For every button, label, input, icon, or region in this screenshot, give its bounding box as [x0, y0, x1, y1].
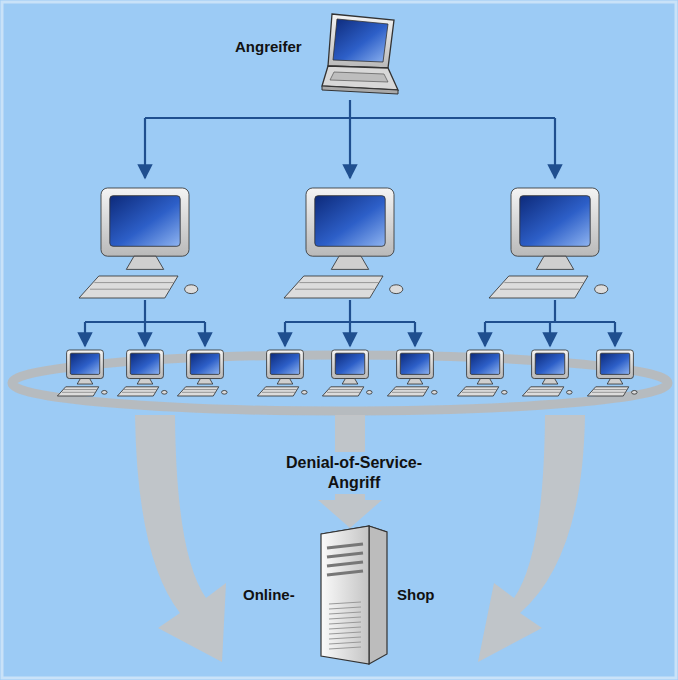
shop-label: Shop	[397, 586, 435, 603]
shop-label: Online-	[243, 586, 295, 603]
server-icon	[313, 522, 393, 672]
laptop-icon	[320, 10, 400, 102]
server-node: Online- Shop	[225, 520, 460, 675]
attacker-label: Angreifer	[235, 38, 302, 55]
attacker-laptop: Angreifer	[225, 8, 405, 103]
attack-label: Denial-of-Service-Angriff	[265, 452, 443, 494]
